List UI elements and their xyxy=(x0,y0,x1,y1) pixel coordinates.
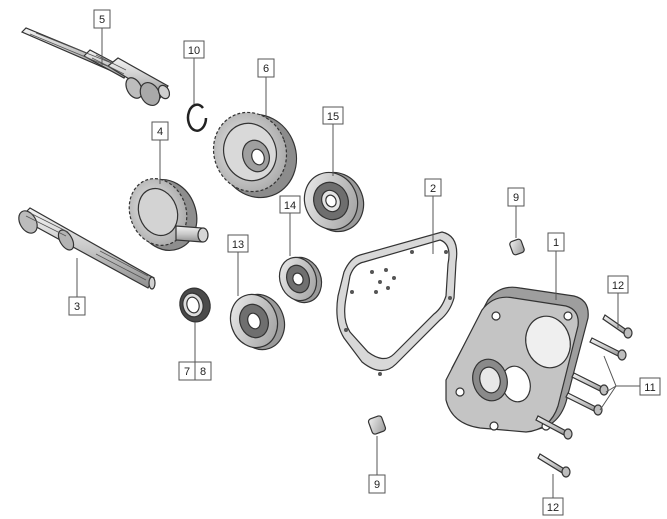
callout-12-bottom: 12 xyxy=(542,497,564,516)
dowel-part-9-bottom xyxy=(367,415,387,435)
callout-10: 10 xyxy=(183,40,205,59)
svg-text:9: 9 xyxy=(374,479,380,491)
gear-part-6 xyxy=(212,111,298,199)
gasket-part-2 xyxy=(336,231,458,376)
callout-6: 6 xyxy=(257,58,275,78)
callout-4: 4 xyxy=(151,121,169,141)
callout-1: 1 xyxy=(547,232,565,252)
seal-part-7-8 xyxy=(179,287,211,323)
leader-lines xyxy=(76,28,640,498)
callout-12-top: 12 xyxy=(607,275,629,294)
svg-text:13: 13 xyxy=(232,239,244,251)
svg-text:15: 15 xyxy=(327,111,339,123)
callout-7: 7 xyxy=(178,361,196,381)
svg-text:3: 3 xyxy=(74,301,80,313)
cover-part-1 xyxy=(445,286,589,433)
bolt-part-11-d xyxy=(535,415,573,440)
bearing-part-14 xyxy=(278,256,323,304)
svg-text:6: 6 xyxy=(263,63,269,75)
svg-text:12: 12 xyxy=(547,502,559,514)
svg-text:9: 9 xyxy=(513,192,519,204)
svg-text:7: 7 xyxy=(184,366,190,378)
callout-14: 14 xyxy=(279,195,301,214)
circlip-part-10 xyxy=(186,103,208,132)
callout-8: 8 xyxy=(194,361,212,381)
svg-text:8: 8 xyxy=(200,366,206,378)
svg-text:10: 10 xyxy=(188,45,200,57)
svg-text:2: 2 xyxy=(430,183,436,195)
callout-5: 5 xyxy=(93,9,111,29)
callout-13: 13 xyxy=(227,234,249,253)
bearing-part-15 xyxy=(303,171,365,233)
svg-text:5: 5 xyxy=(99,14,105,26)
svg-text:1: 1 xyxy=(553,237,559,249)
callout-2: 2 xyxy=(424,178,442,197)
bolt-part-11-b xyxy=(571,372,609,396)
bolt-part-12-bottom xyxy=(537,453,571,478)
svg-text:11: 11 xyxy=(644,382,655,394)
svg-text:12: 12 xyxy=(612,280,624,292)
callout-15: 15 xyxy=(322,106,344,125)
dowel-part-9-top xyxy=(509,238,525,256)
callout-9-bottom: 9 xyxy=(368,474,386,494)
callout-3: 3 xyxy=(68,296,86,316)
bolt-part-11-a xyxy=(589,337,627,361)
svg-text:14: 14 xyxy=(284,200,296,212)
shaft-part-3 xyxy=(18,207,156,290)
svg-text:4: 4 xyxy=(157,126,163,138)
bolt-part-11-c xyxy=(565,392,603,416)
bearing-part-13 xyxy=(229,293,286,351)
gear-part-4 xyxy=(128,178,209,251)
bolt-part-12-top xyxy=(602,314,633,339)
callout-11: 11 xyxy=(639,377,661,396)
shaft-part-5 xyxy=(20,27,171,107)
callout-9-top: 9 xyxy=(507,187,525,207)
